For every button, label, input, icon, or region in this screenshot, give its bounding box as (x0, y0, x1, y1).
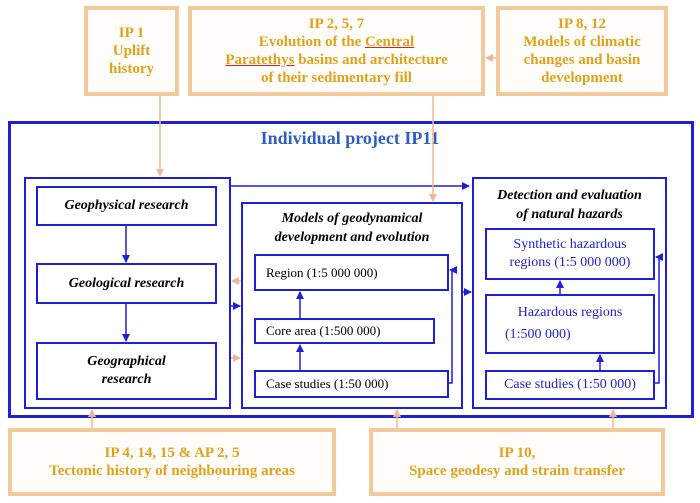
hazards-heading-2: of natural hazards (516, 207, 623, 222)
research-group (24, 177, 231, 409)
hazardous-regions-box: Hazardous regions (1:500 000) (485, 294, 655, 354)
ip812-text-2: changes and basin (523, 52, 641, 68)
models-region-box: Region (1:5 000 000) (254, 254, 449, 291)
ip257-text-1b: Central (365, 34, 415, 50)
ip257-text-1a: Evolution of the (258, 34, 366, 50)
hazards-group (472, 177, 667, 409)
geophysical-research-box: Geophysical research (36, 186, 217, 226)
ip1-text-1: Uplift (112, 43, 151, 59)
geographical-research-text-1: Geographical (87, 354, 166, 369)
synthetic-regions-text-2: regions (1:5 000 000) (509, 255, 631, 270)
models-group (241, 202, 463, 409)
models-heading-2: development and evolution (274, 230, 430, 245)
models-core-box: Core area (1:500 000) (254, 318, 435, 344)
models-region-text: Region (1:5 000 000) (266, 264, 378, 280)
geophysical-research-text: Geophysical research (64, 198, 189, 213)
hazards-heading-1: Detection and evaluation (497, 188, 642, 203)
ip11-title: Individual project IP11 (260, 128, 440, 148)
ip10-label: IP 10, (498, 445, 536, 461)
synthetic-regions-box: Synthetic hazardous regions (1:5 000 000… (485, 228, 655, 280)
ip257-box: IP 2, 5, 7 Evolution of the Central Para… (188, 6, 485, 96)
geological-research-box: Geological research (36, 263, 217, 304)
geological-research-text: Geological research (68, 275, 185, 291)
ip812-label: IP 8, 12 (558, 16, 606, 32)
hazardous-regions-text-2: (1:500 000) (505, 327, 571, 342)
hazards-case-text: Case studies (1:50 000) (504, 377, 636, 392)
ip257-text-2b: basins and architecture (294, 52, 448, 68)
hazardous-regions-text-1: Hazardous regions (517, 305, 623, 320)
ip10-box: IP 10, Space geodesy and strain transfer (369, 428, 665, 496)
ip-tectonic-text: Tectonic history of neighbouring areas (49, 463, 295, 479)
ip-tectonic-label: IP 4, 14, 15 & AP 2, 5 (104, 445, 240, 461)
ip812-text-3: development (541, 70, 623, 86)
models-heading-1: Models of geodynamical (281, 211, 423, 226)
ip-tectonic-box: IP 4, 14, 15 & AP 2, 5 Tectonic history … (8, 428, 336, 496)
arrow-case-region-side (449, 266, 457, 384)
arrow-hazard-case-synthetic-side (655, 253, 663, 384)
ip812-text-1: Models of climatic (523, 34, 641, 50)
geographical-research-text-2: research (101, 372, 152, 387)
ip257-text-2a: Paratethys (225, 52, 295, 68)
ip10-text: Space geodesy and strain transfer (409, 463, 625, 479)
ip257-label: IP 2, 5, 7 (308, 16, 365, 32)
synthetic-regions-text-1: Synthetic hazardous (513, 237, 627, 252)
ip812-box: IP 8, 12 Models of climatic changes and … (496, 6, 668, 96)
ip1-label: IP 1 (118, 25, 145, 41)
geographical-research-box: Geographical research (36, 342, 217, 400)
models-core-text: Core area (1:500 000) (266, 323, 381, 338)
models-case-box: Case studies (1:50 000) (254, 370, 449, 398)
ip1-text-2: history (109, 61, 154, 77)
hazards-case-box: Case studies (1:50 000) (485, 370, 655, 400)
ip257-text-3: of their sedimentary fill (261, 70, 412, 86)
models-case-text: Case studies (1:50 000) (266, 376, 389, 391)
ip1-box: IP 1 Uplift history (84, 6, 179, 96)
